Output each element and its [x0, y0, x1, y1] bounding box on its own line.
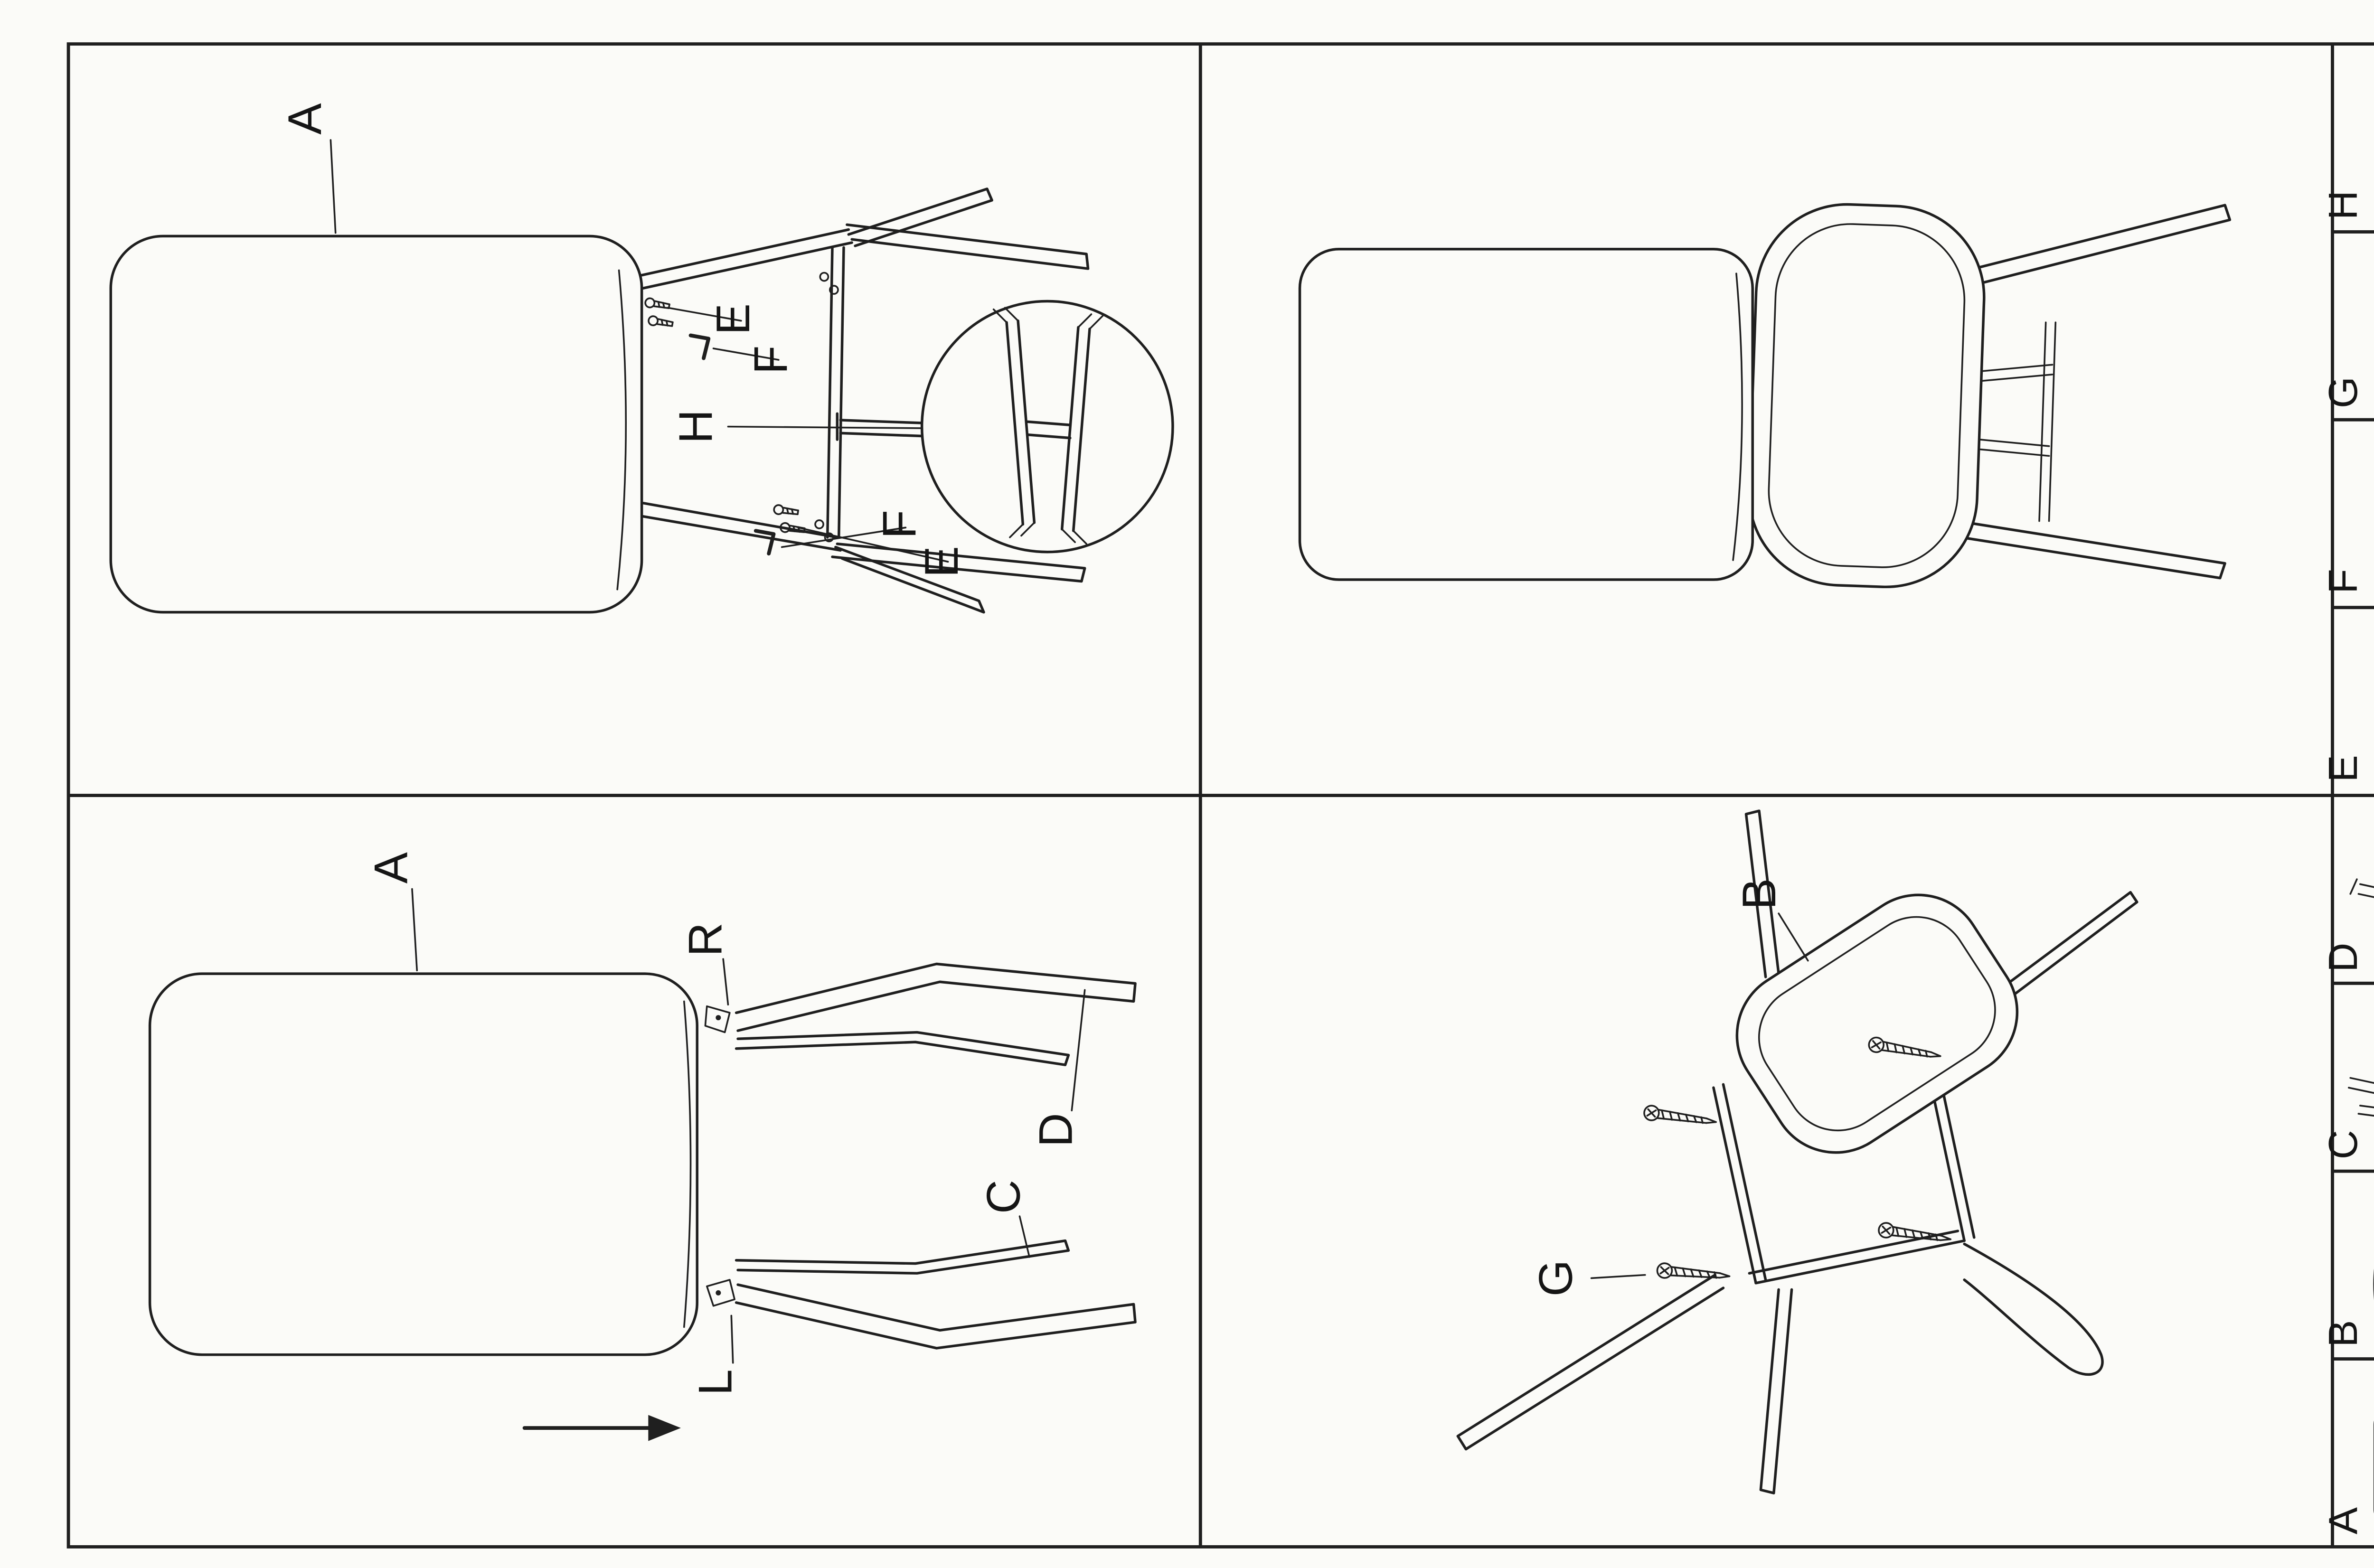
seat-seam [616, 269, 627, 591]
part-letter-C: C [2320, 1130, 2366, 1159]
panel4-leader-lines [1590, 912, 1809, 1279]
callout-seat-A: A [279, 103, 331, 135]
chair-frame-tilted [1456, 809, 2138, 1494]
panel-step-frame-to-seat: A E F H F E [109, 103, 1174, 614]
callout-key-F-lower: F [873, 510, 926, 539]
chair-backrest [1748, 203, 1986, 589]
screw-g-icon [1656, 1262, 1731, 1285]
panel-legs-to-seat: A R L D C [148, 852, 1137, 1441]
leg-assembly-front-C [706, 1239, 1137, 1350]
backrest-b [1735, 893, 2019, 1154]
allen-key-icon [756, 531, 774, 554]
front-leg-icon [2347, 1077, 2374, 1117]
bolt-e-icon [647, 314, 674, 330]
callout-key-F-upper: F [744, 346, 797, 375]
back-leg-icon [2349, 878, 2374, 898]
chair-seat [1298, 248, 1754, 581]
callout-stretcher-H: H [669, 410, 722, 444]
fastener-glyphs [643, 272, 839, 554]
callout-bolt-E-lower: E [915, 546, 968, 577]
seat-frame-tubes [640, 188, 1090, 614]
part-letter-B: B [2320, 1320, 2366, 1347]
part-letter-D: D [2320, 943, 2366, 972]
callout-backrest-B: B [1733, 878, 1786, 910]
panel3-leader-lines [411, 888, 1086, 1364]
callout-leg-C: C [977, 1180, 1030, 1214]
parts-row-H: H 1 [2320, 190, 2366, 220]
part-letter-H: H [2320, 190, 2366, 220]
callout-seat-A: A [365, 852, 418, 883]
parts-row-E: E 8 [2320, 755, 2366, 782]
parts-row-D: D 1 [2320, 878, 2374, 972]
leader-H [727, 425, 926, 429]
callout-left-L: L [689, 1369, 742, 1395]
sheet-frame [66, 42, 2374, 1549]
magnifier-detail [920, 300, 1174, 554]
bolt-e-icon [772, 503, 800, 518]
magnifier-circle [920, 300, 1174, 554]
stretcher-h-detail [992, 307, 1104, 545]
direction-arrow [522, 1415, 681, 1441]
panel1-leader-lines [330, 139, 949, 563]
allen-key-icon [691, 336, 709, 358]
parts-strip-row-lines [2332, 230, 2374, 1361]
callout-leg-D: D [1029, 1113, 1082, 1147]
bolt-e-icon [643, 297, 671, 312]
part-letter-E: E [2320, 755, 2366, 782]
callout-bolt-E-upper: E [707, 303, 760, 335]
parts-row-F: F 1 [2320, 569, 2366, 593]
seat-outline [148, 972, 699, 1356]
curved-runner [1963, 1242, 2104, 1376]
part-letter-A: A [2320, 1507, 2366, 1534]
part-letter-F: F [2320, 569, 2366, 593]
arrow-head [648, 1415, 681, 1441]
screw-g-icon [1642, 1104, 1718, 1130]
leg-assembly-back-D [704, 962, 1137, 1066]
chair-legs [1959, 204, 2232, 580]
parts-strip: H 1 G 4 F 1 [2320, 190, 2374, 1534]
part-letter-G: G [2320, 376, 2366, 408]
parts-row-G: G 4 [2320, 376, 2366, 408]
parts-row-C: C 1 [2320, 1077, 2374, 1159]
parts-row-A: A 1 [2320, 1420, 2374, 1534]
seat-outline [109, 235, 643, 614]
panel-assembled-chair [1298, 203, 2232, 589]
callout-screw-G: G [1529, 1260, 1582, 1296]
parts-row-B: B 1 [2320, 1268, 2374, 1347]
stretcher-in-place [836, 412, 933, 441]
seat-seam [683, 1000, 692, 1328]
panel-backrest-screws: B G [1456, 809, 2138, 1494]
callout-right-R: R [679, 922, 732, 957]
